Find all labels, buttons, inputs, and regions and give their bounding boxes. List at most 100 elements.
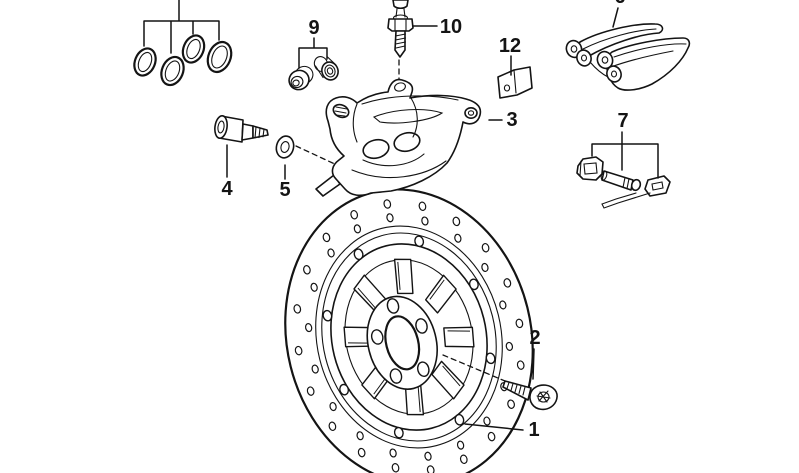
screw-head-recess — [537, 391, 550, 403]
callout-3[interactable]: 3 — [506, 109, 518, 131]
bushing-left-hole — [292, 79, 300, 87]
front-pad-ear-2-hole — [610, 70, 618, 78]
bolt-threaded-end — [252, 125, 269, 139]
bleeder-stem — [394, 30, 406, 58]
seal-ring-4 — [206, 40, 233, 74]
spring-plate — [644, 175, 671, 197]
callout-5[interactable]: 5 — [279, 179, 291, 201]
caliper-bottom-inner-line — [351, 160, 447, 179]
callout-12[interactable]: 12 — [498, 35, 522, 57]
hub-bolt-holes — [370, 298, 430, 384]
rear-pad-ear-1-hole — [570, 45, 578, 53]
bleeder-neck — [395, 8, 406, 18]
callout-6[interactable]: 6 — [614, 0, 625, 7]
pad-retaining-kit[interactable] — [576, 156, 671, 209]
screw-threads — [506, 381, 526, 396]
bushing-right-ring — [324, 64, 336, 78]
retaining-pin — [601, 170, 634, 191]
caliper-casting-line-right — [410, 97, 418, 138]
caliper-right-boss-hole-inner — [467, 110, 475, 116]
bleed-port-threads — [334, 106, 348, 117]
seal-ring-1 — [133, 47, 157, 77]
callout-7-bracket — [591, 131, 659, 179]
hub-to-screw-dash — [442, 354, 506, 382]
bolt-threads — [254, 126, 265, 139]
caliper-inner-arc — [362, 153, 425, 167]
caliper-casting-line-left — [352, 103, 358, 143]
disc-hub — [366, 295, 438, 390]
disc-carrier-spokes — [343, 258, 475, 416]
screw-torx-star — [536, 390, 551, 403]
shim-fold-line — [513, 69, 517, 94]
bleeder-valve[interactable] — [387, 0, 414, 58]
callout-2[interactable]: 2 — [529, 327, 541, 349]
screw-shaft — [502, 380, 532, 401]
retaining-pin-collar — [622, 176, 630, 190]
washer-hole — [280, 141, 290, 153]
spring-plate-slot — [651, 181, 664, 191]
seal-ring-set[interactable] — [130, 32, 235, 88]
disc-mounting-screw[interactable] — [502, 380, 558, 411]
bushing-set[interactable] — [286, 55, 341, 93]
rear-pad-ear-2 — [576, 49, 592, 67]
hub-center-bore — [384, 315, 421, 371]
bolt-head-face — [214, 114, 228, 140]
seal-ring-1-inner — [137, 51, 153, 73]
callout-leader-lines — [143, 0, 659, 431]
seal-ring-3-inner — [186, 38, 201, 60]
rear-pad-ear-2-hole — [580, 54, 588, 62]
shim-plate[interactable] — [497, 66, 533, 99]
seal-ring-3 — [181, 34, 206, 64]
retaining-pin-head — [630, 178, 642, 192]
assembly-dashed-lines — [295, 59, 506, 382]
rear-pad-edge-line — [582, 28, 657, 50]
bushing-right-face — [321, 61, 339, 81]
bushing-right-hole — [326, 67, 334, 75]
brake-caliper[interactable] — [315, 78, 482, 197]
callout-1[interactable]: 1 — [528, 419, 540, 441]
bleeder-hex — [387, 18, 414, 32]
bleeder-cap — [392, 0, 409, 10]
brake-pad-set[interactable] — [564, 23, 691, 91]
retainer-clip-detail — [579, 160, 598, 177]
disc-drill-holes-outer-row — [293, 199, 525, 473]
washer-to-caliper-dash — [295, 145, 353, 173]
caliper-top-face-line — [361, 95, 459, 105]
brake-disc[interactable] — [255, 163, 564, 473]
shim-hole — [503, 84, 511, 92]
front-pad-divider-line — [613, 43, 687, 58]
front-pad-face-line — [610, 50, 674, 68]
seal-set-bracket — [143, 0, 220, 54]
seal-ring-4-inner — [211, 45, 228, 69]
callout-2-leader — [532, 348, 535, 380]
callout-4[interactable]: 4 — [221, 178, 233, 200]
callout-7[interactable]: 7 — [617, 110, 629, 132]
front-pad-ear-2 — [606, 65, 622, 83]
bushing-left-flange — [288, 69, 310, 91]
callout-6-leader — [612, 7, 619, 28]
washer[interactable] — [274, 134, 296, 159]
seal-ring-2 — [160, 55, 185, 87]
caliper-piston-left — [362, 138, 390, 160]
front-pad-ear-1-hole — [601, 56, 609, 64]
callout-10[interactable]: 10 — [439, 16, 463, 38]
seal-ring-2-inner — [164, 60, 181, 82]
pad-link-line — [589, 61, 609, 78]
caliper-bleed-port — [332, 103, 350, 119]
caliper-bridge-window — [372, 109, 444, 124]
caliper-ear-hole — [394, 82, 406, 92]
disc-band-inner-edge — [315, 225, 503, 449]
callout-9-bracket — [298, 37, 328, 69]
caliper-mounting-bolt[interactable] — [213, 114, 269, 143]
caliper-right-boss-hole — [464, 107, 478, 120]
washer-outer — [275, 135, 295, 159]
bushing-left-face — [290, 75, 304, 89]
callout-9[interactable]: 9 — [308, 17, 320, 39]
disc-carrier-inner-edge — [344, 259, 474, 415]
retaining-pin-end — [600, 170, 608, 181]
bleeder-hex-facets — [394, 18, 407, 32]
bolt-shank — [241, 123, 254, 141]
spring-wire — [601, 192, 651, 209]
